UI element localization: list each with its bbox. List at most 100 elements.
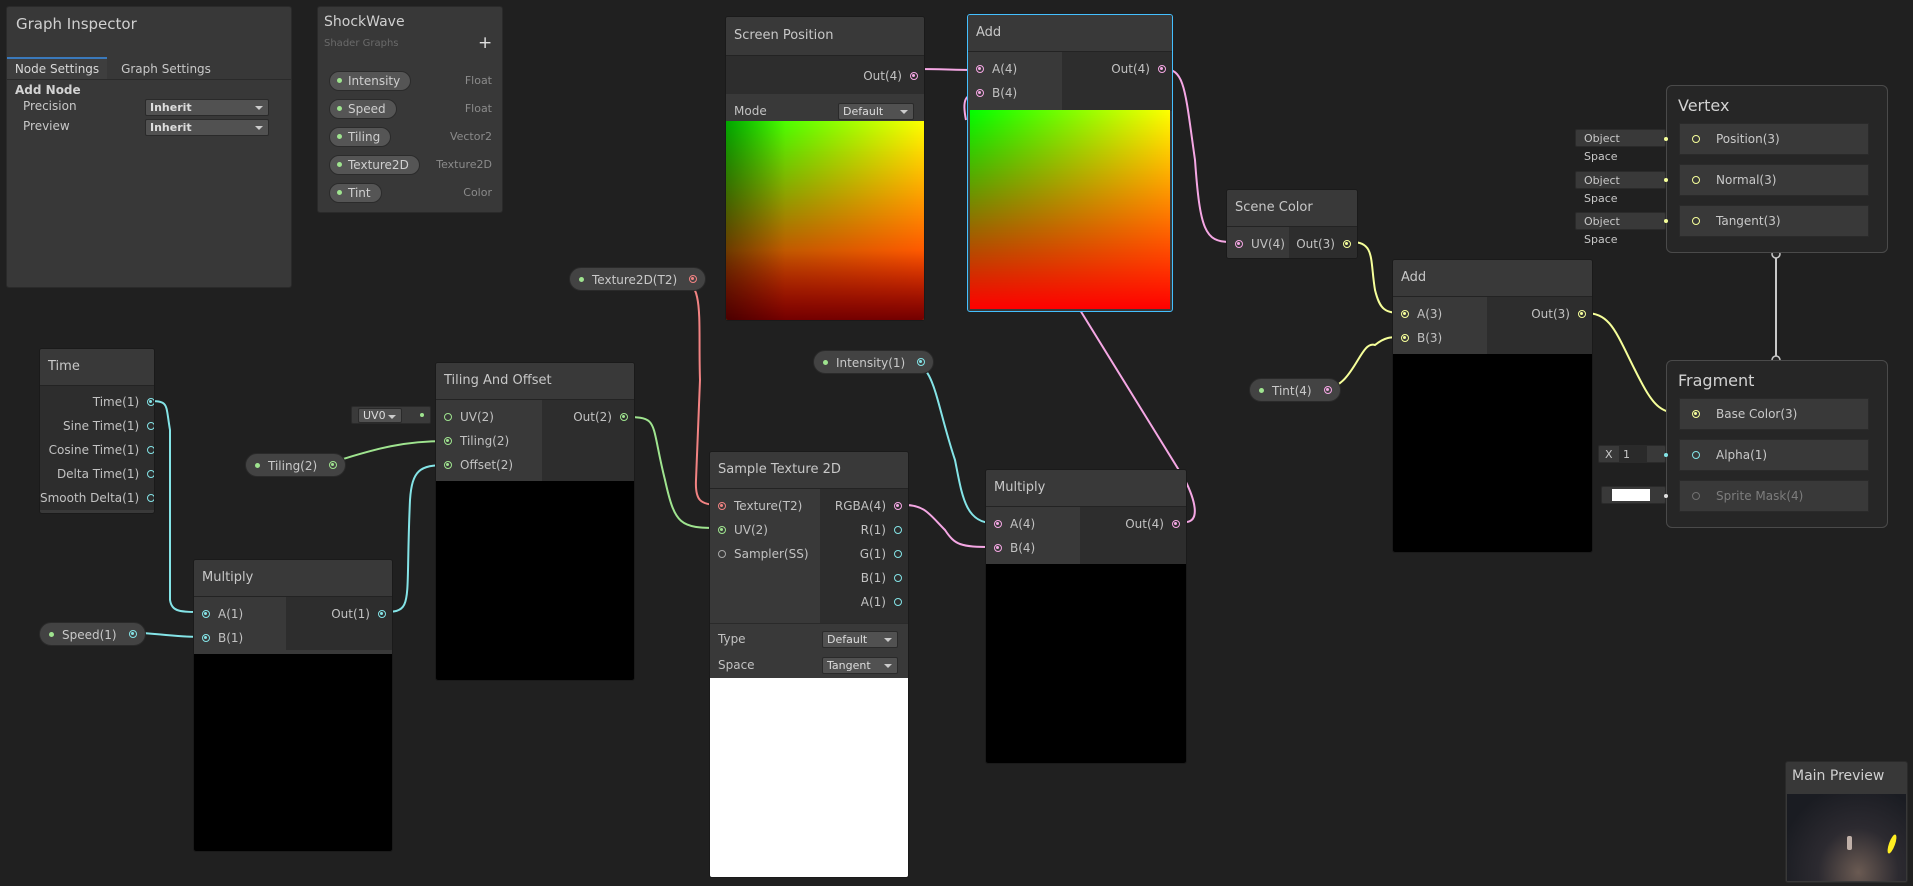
preview-dropdown[interactable]: Inherit — [145, 119, 269, 136]
sample-output-rgba[interactable]: RGBA(4) — [820, 494, 908, 518]
sample-input-sampler[interactable]: Sampler(SS) — [710, 542, 820, 566]
screen-position-output[interactable]: Out(4) — [726, 64, 924, 88]
multiply-1-input-b[interactable]: B(1) — [194, 626, 286, 650]
main-preview-title: Main Preview — [1792, 768, 1885, 784]
tint-out-port[interactable] — [1323, 386, 1332, 394]
fragment-block-alpha[interactable]: Alpha(1) — [1679, 439, 1869, 471]
add-2-input-a[interactable]: A(3) — [1393, 302, 1487, 326]
alpha-value: 1 — [1619, 446, 1647, 462]
sample-output-b[interactable]: B(1) — [820, 566, 908, 590]
multiply-node-2[interactable]: Multiply A(4) B(4) Out(4) — [985, 469, 1187, 764]
tiling-property-node[interactable]: Tiling(2) — [245, 453, 347, 477]
uv-channel-dropdown[interactable]: UV0 — [358, 408, 402, 423]
blackboard-type-intensity: Float — [464, 74, 492, 87]
wire-intensity-to-multiply — [908, 361, 994, 524]
fragment-context[interactable]: Fragment Base Color(3) Alpha(1) Sprite M… — [1666, 360, 1888, 528]
time-port-sine[interactable]: Sine Time(1) — [40, 414, 154, 438]
texture2d-property-node[interactable]: Texture2D(T2) — [569, 267, 707, 291]
speed-out-port[interactable] — [128, 630, 137, 638]
property-dot-icon — [1259, 388, 1264, 393]
tab-node-settings[interactable]: Node Settings — [7, 57, 107, 79]
tiling-offset-input-uv[interactable]: UV(2) — [436, 405, 542, 429]
space-dropdown[interactable]: Tangent — [822, 657, 898, 674]
sample-output-g[interactable]: G(1) — [820, 542, 908, 566]
add-2-input-b[interactable]: B(3) — [1393, 326, 1487, 350]
sample-texture-2d-node[interactable]: Sample Texture 2D Texture(T2) UV(2) Samp… — [709, 451, 909, 878]
sample-output-r[interactable]: R(1) — [820, 518, 908, 542]
sample-input-uv[interactable]: UV(2) — [710, 518, 820, 542]
tiling-offset-input-tiling[interactable]: Tiling(2) — [436, 429, 542, 453]
normal-space-field[interactable]: Object Space — [1575, 171, 1666, 205]
scene-color-output[interactable]: Out(3) — [1289, 232, 1357, 256]
tiling-out-port[interactable] — [329, 461, 338, 469]
sprite-mask-color-field[interactable] — [1601, 486, 1666, 504]
time-port-time[interactable]: Time(1) — [40, 390, 154, 414]
intensity-out-port[interactable] — [917, 358, 926, 366]
multiply-2-title: Multiply — [986, 470, 1186, 507]
multiply-1-input-a[interactable]: A(1) — [194, 602, 286, 626]
sample-input-texture[interactable]: Texture(T2) — [710, 494, 820, 518]
screen-position-node[interactable]: Screen Position Out(4) Mode Default — [725, 16, 925, 321]
sprite-mask-color-swatch[interactable] — [1612, 489, 1650, 501]
blackboard-type-tiling: Vector2 — [449, 130, 492, 143]
add-1-input-b[interactable]: B(4) — [968, 81, 1062, 105]
scene-color-node[interactable]: Scene Color UV(4) Out(3) — [1226, 189, 1358, 259]
tiling-offset-output[interactable]: Out(2) — [542, 405, 634, 429]
tiling-offset-input-offset[interactable]: Offset(2) — [436, 453, 542, 477]
blackboard-subtitle: Shader Graphs — [324, 38, 399, 49]
add-node-1[interactable]: Add A(4) B(4) Out(4) — [967, 14, 1173, 312]
texture2d-out-port[interactable] — [689, 275, 698, 283]
time-port-smooth-delta[interactable]: Smooth Delta(1) — [40, 486, 154, 510]
scene-color-input-uv[interactable]: UV(4) — [1227, 232, 1289, 256]
main-preview-panel: Main Preview — [1785, 761, 1908, 883]
precision-dropdown[interactable]: Inherit — [145, 99, 269, 116]
alpha-value-field[interactable]: X 1 — [1598, 445, 1666, 463]
multiply-2-output[interactable]: Out(4) — [1080, 512, 1186, 536]
blackboard-item-tint[interactable]: Tint — [329, 183, 382, 203]
position-space-field[interactable]: Object Space — [1575, 129, 1666, 163]
blackboard-type-texture2d: Texture2D — [436, 158, 492, 171]
mode-dropdown[interactable]: Default — [838, 103, 914, 120]
blackboard-item-speed[interactable]: Speed — [329, 99, 397, 119]
inspector-title: Graph Inspector — [16, 15, 137, 33]
multiply-2-input-b[interactable]: B(4) — [986, 536, 1080, 560]
vertex-context[interactable]: Vertex Position(3) Normal(3) Tangent(3) — [1666, 85, 1888, 253]
multiply-node-1[interactable]: Multiply A(1) B(1) Out(1) — [193, 559, 393, 852]
add-1-preview — [970, 110, 1170, 309]
sample-texture-title: Sample Texture 2D — [710, 452, 908, 489]
property-dot-icon — [49, 632, 54, 637]
speed-property-node[interactable]: Speed(1) — [39, 622, 146, 646]
fragment-block-sprite-mask[interactable]: Sprite Mask(4) — [1679, 480, 1869, 512]
vertex-block-normal[interactable]: Normal(3) — [1679, 164, 1869, 196]
sample-type-row: Type Default — [710, 623, 908, 652]
tiling-and-offset-node[interactable]: Tiling And Offset UV(2) Tiling(2) Offset… — [435, 362, 635, 681]
tab-graph-settings[interactable]: Graph Settings — [121, 62, 211, 76]
blackboard-item-tiling[interactable]: Tiling — [329, 127, 392, 147]
fragment-block-base-color[interactable]: Base Color(3) — [1679, 398, 1869, 430]
time-port-delta[interactable]: Delta Time(1) — [40, 462, 154, 486]
add-2-output[interactable]: Out(3) — [1487, 302, 1592, 326]
property-dot-icon — [823, 360, 828, 365]
add-1-input-a[interactable]: A(4) — [968, 57, 1062, 81]
screen-position-title: Screen Position — [726, 17, 924, 56]
add-property-button[interactable]: + — [478, 33, 493, 53]
multiply-2-input-a[interactable]: A(4) — [986, 512, 1080, 536]
uv-channel-field[interactable]: UV0 — [351, 406, 431, 424]
main-preview-viewport[interactable] — [1787, 794, 1906, 881]
tint-property-node[interactable]: Tint(4) — [1249, 378, 1341, 402]
time-node[interactable]: Time Time(1) Sine Time(1) Cosine Time(1)… — [39, 348, 155, 514]
time-out-port[interactable] — [147, 398, 154, 406]
wire-add-to-scenecolor — [1163, 68, 1231, 243]
add-1-output[interactable]: Out(4) — [1062, 57, 1172, 81]
blackboard-item-texture2d[interactable]: Texture2D — [329, 155, 420, 175]
tangent-space-field[interactable]: Object Space — [1575, 212, 1666, 246]
vertex-block-position[interactable]: Position(3) — [1679, 123, 1869, 155]
blackboard-item-intensity[interactable]: Intensity — [329, 71, 412, 91]
time-port-cosine[interactable]: Cosine Time(1) — [40, 438, 154, 462]
type-dropdown[interactable]: Default — [822, 631, 898, 648]
add-node-2[interactable]: Add A(3) B(3) Out(3) — [1392, 259, 1593, 553]
intensity-property-node[interactable]: Intensity(1) — [813, 350, 935, 374]
sample-output-a[interactable]: A(1) — [820, 590, 908, 614]
multiply-1-output[interactable]: Out(1) — [286, 602, 392, 626]
vertex-block-tangent[interactable]: Tangent(3) — [1679, 205, 1869, 237]
